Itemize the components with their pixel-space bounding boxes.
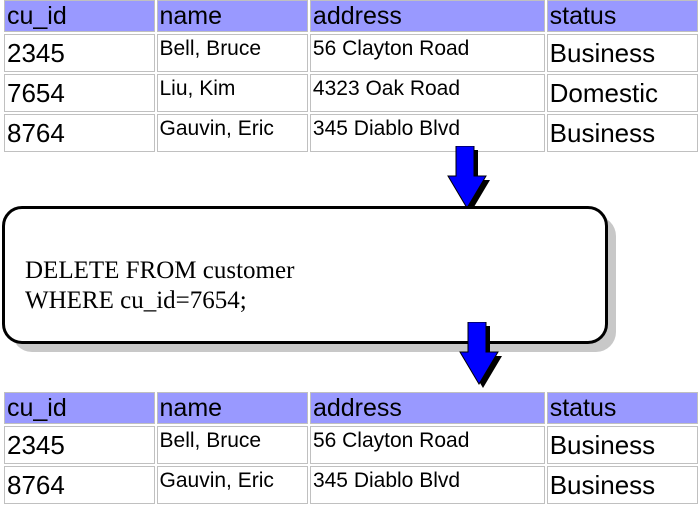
header-address: address [309,392,545,424]
header-cu-id: cu_id [4,392,155,424]
table-row: 8764 Gauvin, Eric 345 Diablo Blvd Busine… [4,466,698,504]
cell-status: Business [546,426,698,464]
cell-name: Bell, Bruce [156,426,308,464]
header-name: name [156,0,308,32]
table-row: 2345 Bell, Bruce 56 Clayton Road Busines… [4,34,698,72]
header-address: address [309,0,545,32]
cell-cu-id: 2345 [4,34,155,72]
customer-table-after: cu_id name address status 2345 Bell, Bru… [2,390,700,506]
cell-name: Gauvin, Eric [156,114,308,152]
cell-address: 345 Diablo Blvd [309,114,545,152]
table-header-row: cu_id name address status [4,0,698,32]
table-header-row: cu_id name address status [4,392,698,424]
header-status: status [546,392,698,424]
table-row: 7654 Liu, Kim 4323 Oak Road Domestic [4,74,698,112]
arrow-body [447,146,487,209]
down-arrow-icon [447,146,490,212]
table-row: 8764 Gauvin, Eric 345 Diablo Blvd Busine… [4,114,698,152]
cell-cu-id: 8764 [4,466,155,504]
sql-line-delete: DELETE FROM customer [25,257,295,284]
cell-status: Business [546,114,698,152]
customer-table-before: cu_id name address status 2345 Bell, Bru… [2,0,700,154]
cell-cu-id: 2345 [4,426,155,464]
cell-address: 56 Clayton Road [309,34,545,72]
cell-status: Business [546,34,698,72]
header-status: status [546,0,698,32]
cell-name: Liu, Kim [156,74,308,112]
cell-address: 345 Diablo Blvd [309,466,545,504]
sql-line-where: WHERE cu_id=7654; [25,287,247,314]
cell-name: Bell, Bruce [156,34,308,72]
cell-cu-id: 7654 [4,74,155,112]
down-arrow-icon [459,322,502,388]
table-row: 2345 Bell, Bruce 56 Clayton Road Busines… [4,426,698,464]
cell-address: 4323 Oak Road [309,74,545,112]
cell-name: Gauvin, Eric [156,466,308,504]
header-name: name [156,392,308,424]
cell-address: 56 Clayton Road [309,426,545,464]
cell-status: Business [546,466,698,504]
cell-status: Domestic [546,74,698,112]
arrow-body [459,322,499,385]
sql-statement-box: DELETE FROM customer WHERE cu_id=7654; [2,206,608,344]
header-cu-id: cu_id [4,0,155,32]
cell-cu-id: 8764 [4,114,155,152]
